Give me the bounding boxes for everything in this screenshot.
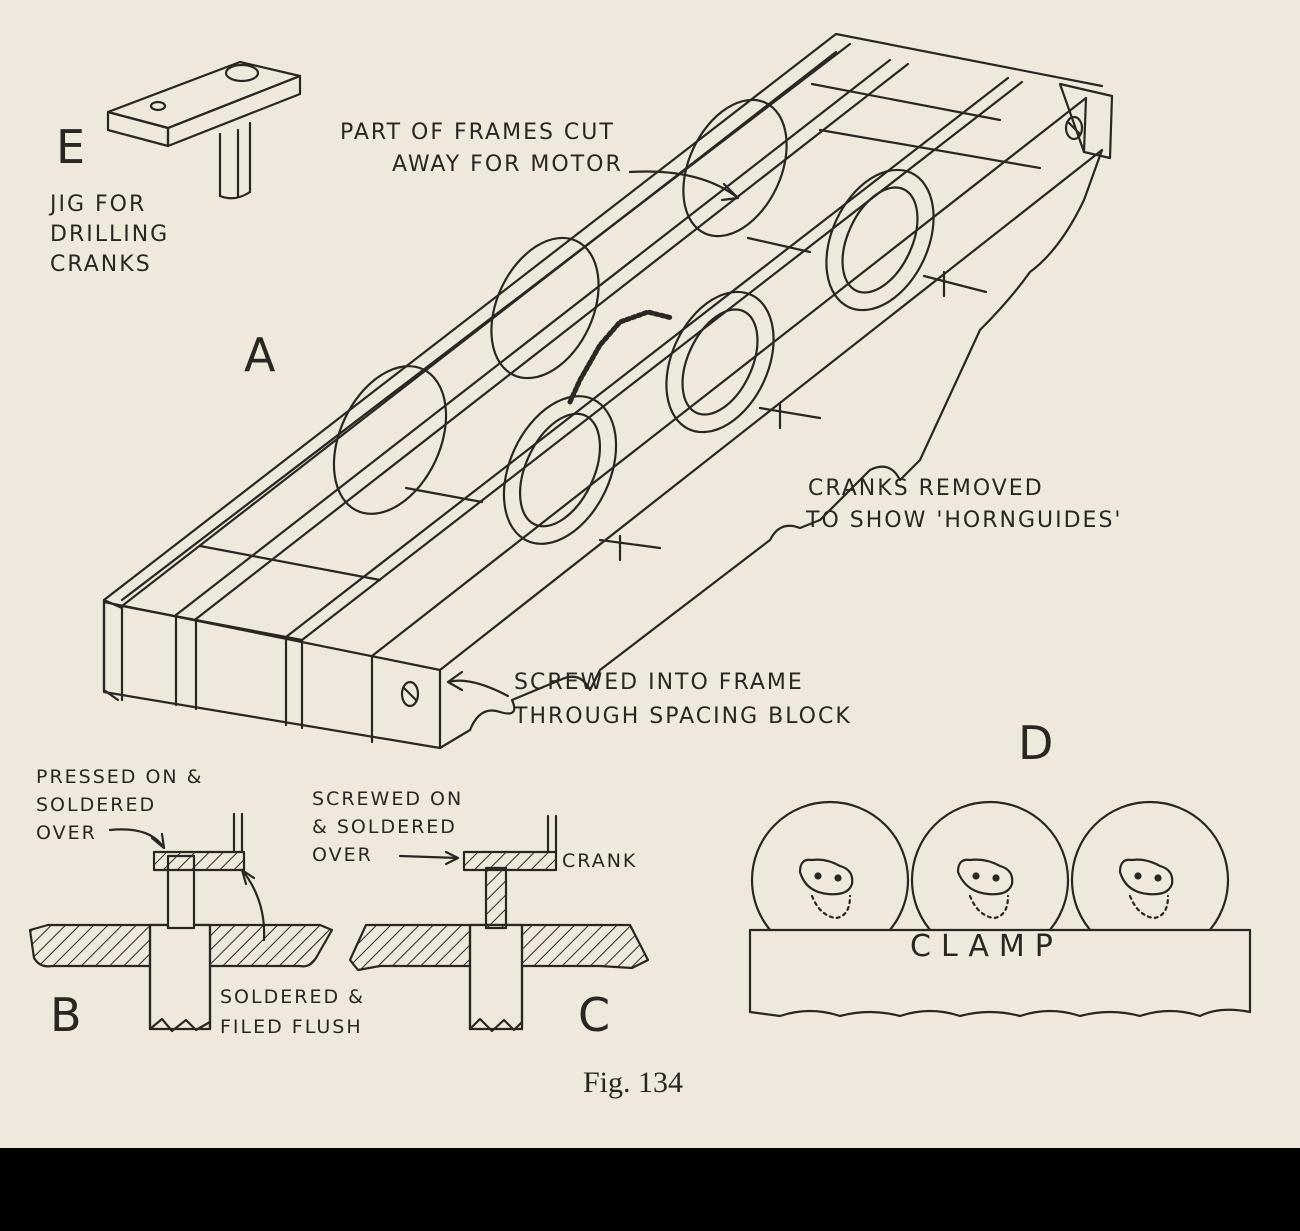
figure-caption: Fig. 134 bbox=[583, 1066, 684, 1099]
soldered-flush-label-line-2: FILED FLUSH bbox=[220, 1016, 363, 1038]
cranks-removed-label-line-2: TO SHOW 'HORNGUIDES' bbox=[806, 508, 1123, 533]
soldered-flush-label-line-1: SOLDERED & bbox=[220, 986, 365, 1008]
bottom-border-strip bbox=[0, 1148, 1300, 1231]
crank-label: CRANK bbox=[562, 850, 638, 872]
frames-cut-label-line-1: PART OF FRAMES CUT bbox=[340, 120, 615, 145]
jig-label-line-2: DRILLING bbox=[50, 222, 170, 247]
jig-drawing-e bbox=[106, 60, 302, 200]
label-e: E bbox=[56, 120, 86, 174]
frames-cut-label-line-2: AWAY FOR MOTOR bbox=[392, 152, 623, 177]
cranks-removed-label-line-1: CRANKS REMOVED bbox=[808, 476, 1044, 501]
screwed-into-label-line-1: SCREWED INTO FRAME bbox=[514, 670, 804, 695]
arrow-frames-cut bbox=[628, 170, 740, 202]
label-b: B bbox=[50, 988, 82, 1042]
clamp-label: CLAMP bbox=[910, 929, 1063, 964]
label-d: D bbox=[1018, 716, 1054, 770]
pressed-on-label-line-2: SOLDERED bbox=[36, 794, 157, 816]
jig-label-line-3: CRANKS bbox=[50, 252, 152, 277]
section-drawing-b bbox=[28, 812, 334, 1033]
label-c: C bbox=[578, 988, 611, 1042]
jig-label-line-1: JIG FOR bbox=[50, 192, 147, 217]
screwed-on-label-line-3: OVER bbox=[312, 844, 373, 866]
label-a: A bbox=[244, 328, 276, 382]
section-drawing-c bbox=[348, 814, 650, 1033]
clamp-drawing-d bbox=[748, 800, 1252, 1018]
pressed-on-label-line-1: PRESSED ON & bbox=[36, 766, 204, 788]
screwed-into-label-line-2: THROUGH SPACING BLOCK bbox=[514, 704, 852, 729]
screwed-on-label-line-2: & SOLDERED bbox=[312, 816, 457, 838]
arrow-screwed-into bbox=[446, 670, 510, 698]
pressed-on-label-line-3: OVER bbox=[36, 822, 97, 844]
screwed-on-label-line-1: SCREWED ON bbox=[312, 788, 464, 810]
frame-assembly-a bbox=[102, 32, 1114, 750]
